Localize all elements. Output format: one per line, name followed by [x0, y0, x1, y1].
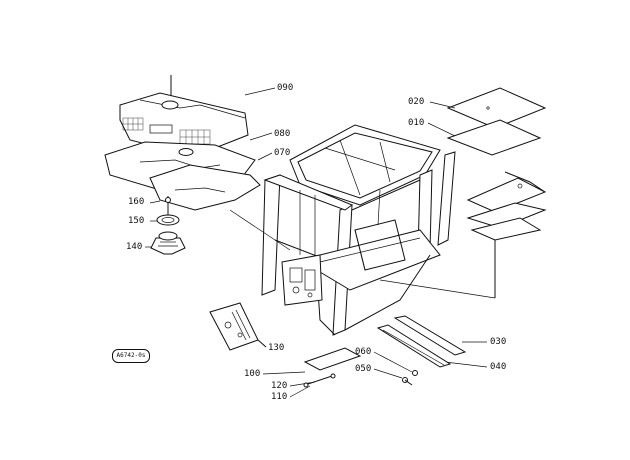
floor-mat-090 [119, 75, 249, 151]
label-120: 120 [271, 381, 288, 391]
label-010: 010 [408, 118, 425, 128]
label-020: 020 [408, 97, 425, 107]
insulation-sheet-070 [149, 164, 291, 251]
label-080: 080 [274, 129, 291, 139]
label-110: 110 [271, 392, 288, 402]
label-130: 130 [268, 343, 285, 353]
label-140: 140 [126, 242, 143, 252]
reference-code-badge: A6742-0s [112, 349, 150, 363]
front-bracket-assembly [281, 254, 323, 306]
label-070: 070 [274, 148, 291, 158]
label-050: 050 [355, 364, 372, 374]
leader-lines [145, 87, 496, 398]
label-040: 040 [490, 362, 507, 372]
step-bars-030-040 [376, 315, 467, 368]
bolts-060-050 [402, 370, 418, 386]
shift-boot-assembly [150, 196, 186, 255]
label-060: 060 [355, 347, 372, 357]
label-100: 100 [244, 369, 261, 379]
cab-frame [261, 124, 456, 336]
roof-panels [446, 87, 547, 156]
plate-130 [209, 302, 267, 351]
label-090: 090 [277, 83, 294, 93]
rear-bracket-assembly [466, 171, 547, 298]
rod-assembly-100-110-120 [303, 347, 362, 388]
label-150: 150 [128, 216, 145, 226]
label-160: 160 [128, 197, 145, 207]
label-030: 030 [490, 337, 507, 347]
